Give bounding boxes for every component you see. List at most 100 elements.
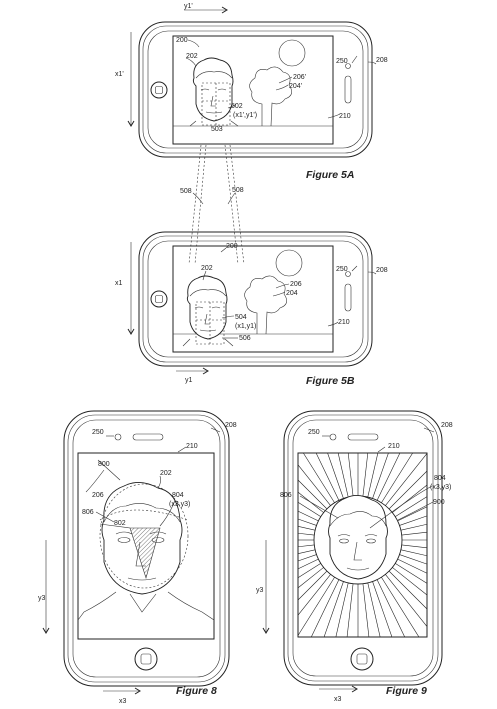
ray-line xyxy=(297,510,319,522)
speaker-slot xyxy=(344,283,352,312)
ray-line xyxy=(297,567,324,589)
figure-8-title: Figure 8 xyxy=(176,685,217,697)
phone-outer-outline xyxy=(138,231,373,367)
ray-line xyxy=(392,567,428,596)
ref-200: 200 xyxy=(176,37,188,44)
sun-shape xyxy=(278,39,306,67)
speaker-slot xyxy=(344,75,352,104)
coord-fig9: (x3,y3) xyxy=(430,484,451,491)
display-screen xyxy=(172,35,334,145)
face-medium xyxy=(328,495,388,580)
ray-line xyxy=(397,506,428,522)
ray-line xyxy=(372,452,389,499)
ref-900: 900 xyxy=(433,499,445,506)
ray-line xyxy=(297,464,331,506)
ref-506: 506 xyxy=(239,335,251,342)
ref-806: 806 xyxy=(280,492,292,499)
ray-line xyxy=(385,453,428,506)
front-camera xyxy=(114,433,122,441)
ref-806: 806 xyxy=(82,509,94,516)
ref-504: 504 xyxy=(235,314,247,321)
ray-line xyxy=(392,484,428,513)
axis-label-y3: y3 xyxy=(256,587,264,594)
ray-line xyxy=(297,570,328,601)
ref-204: 204 xyxy=(286,290,298,297)
ref-804: 804 xyxy=(172,492,184,499)
figure-5b-title: Figure 5B xyxy=(306,375,355,387)
coord-5a: (x1',y1') xyxy=(233,112,257,119)
ray-line xyxy=(400,523,428,531)
axis-label-x1p: x1' xyxy=(115,71,124,78)
axis-label-y3: y3 xyxy=(38,595,46,602)
face-small xyxy=(189,57,239,127)
ray-line xyxy=(385,574,428,627)
axis-label-x3: x3 xyxy=(119,698,127,705)
front-camera xyxy=(329,433,337,441)
ray-line xyxy=(327,452,344,499)
ray-line xyxy=(372,581,393,638)
ref-250: 250 xyxy=(308,429,320,436)
home-button xyxy=(350,647,374,671)
axis-label-y1p: y1' xyxy=(184,3,193,10)
ray-line xyxy=(297,544,315,548)
ray-line xyxy=(367,452,379,498)
home-button xyxy=(134,647,158,671)
ray-line xyxy=(397,558,428,574)
ray-line xyxy=(323,581,344,638)
phone-outer-outline xyxy=(63,410,230,687)
display-screen xyxy=(172,245,334,353)
axis-label-x3: x3 xyxy=(334,696,342,703)
projection-lines: 508 508 xyxy=(180,144,245,265)
figure-8: y3 x3 250 210 208 800 202 206 804 (x3,y3… xyxy=(38,410,237,705)
ray-line xyxy=(381,577,420,638)
ref-202: 202 xyxy=(160,470,172,477)
ref-508-right: 508 xyxy=(232,187,244,194)
ref-208: 208 xyxy=(376,57,388,64)
axis-label-y1: y1 xyxy=(185,377,193,384)
ref-250: 250 xyxy=(336,58,348,65)
ray-line xyxy=(376,452,401,501)
ray-line xyxy=(297,479,328,510)
ray-line xyxy=(297,574,331,616)
ray-line xyxy=(346,583,354,638)
ref-204p: 204' xyxy=(289,83,302,90)
home-button xyxy=(150,290,168,308)
display-screen xyxy=(297,452,428,638)
ref-250: 250 xyxy=(92,429,104,436)
ref-208: 208 xyxy=(376,267,388,274)
phone-outer-outline xyxy=(283,410,443,686)
phone-outer-outline xyxy=(138,21,373,158)
ray-line xyxy=(395,563,428,584)
ray-line xyxy=(297,526,316,531)
ray-line xyxy=(297,563,321,578)
ray-line xyxy=(297,549,316,554)
ray-line xyxy=(399,554,428,565)
ray-line xyxy=(362,452,369,497)
ref-208: 208 xyxy=(225,422,237,429)
ref-210: 210 xyxy=(339,113,351,120)
ray-line xyxy=(297,532,315,536)
ray-line xyxy=(395,496,428,517)
front-camera xyxy=(345,271,351,277)
ref-502: 502 xyxy=(231,103,243,110)
tree-shape xyxy=(244,275,288,335)
ray-line xyxy=(362,583,370,638)
ray-line xyxy=(297,554,317,562)
sun-shape xyxy=(275,249,303,277)
phone-bezel xyxy=(147,30,364,149)
display-screen xyxy=(77,452,215,640)
ray-line xyxy=(347,452,354,497)
ray-line xyxy=(399,515,428,526)
phone-inner-outline xyxy=(142,25,369,154)
ref-250: 250 xyxy=(336,266,348,273)
speaker-slot xyxy=(347,433,379,441)
front-camera xyxy=(345,63,351,69)
hatched-region xyxy=(129,527,161,580)
ref-210: 210 xyxy=(388,443,400,450)
ref-210: 210 xyxy=(186,443,198,450)
ref-503: 503 xyxy=(211,126,223,133)
ray-line xyxy=(337,452,349,498)
face-small xyxy=(182,275,234,347)
axis-label-x1: x1 xyxy=(115,280,123,287)
ray-line xyxy=(315,452,340,501)
